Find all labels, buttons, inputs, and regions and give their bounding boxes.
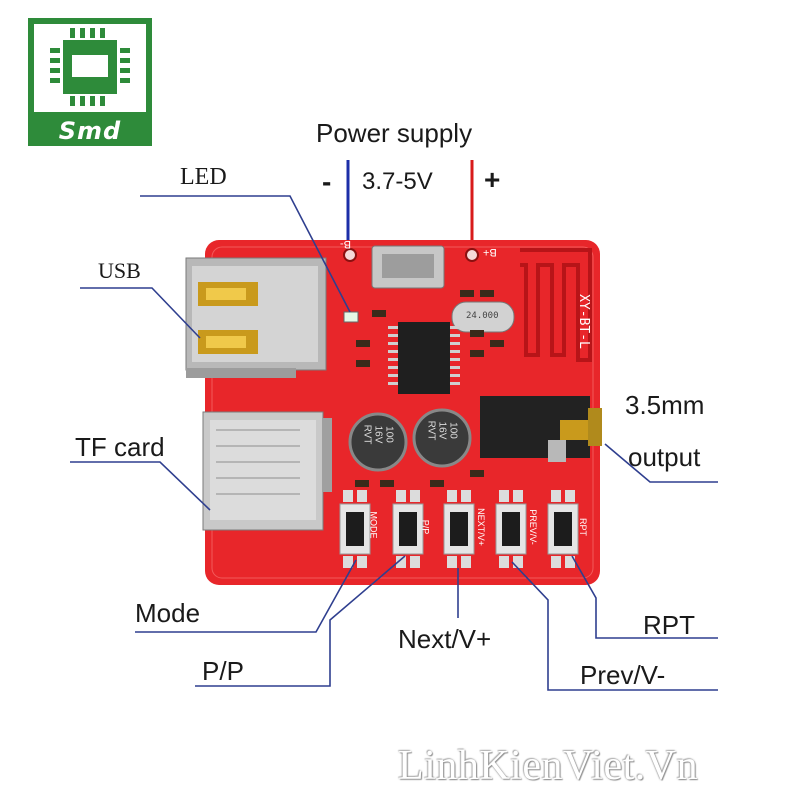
label-prev: Prev/V- [580, 660, 666, 690]
power-voltage: 3.7-5V [362, 168, 433, 195]
crystal-label: 24.000 [466, 311, 499, 321]
silk-pp: P/P [420, 519, 431, 535]
power-plus: + [484, 164, 501, 195]
label-usb: USB [98, 258, 141, 283]
smd-logo [28, 18, 152, 146]
capacitor-1 [348, 412, 408, 472]
silk-prev: PREV/V- [527, 509, 538, 545]
watermark: LinhKienViet.Vn [398, 743, 699, 789]
silk-next: NEXT/V+ [475, 508, 486, 546]
main-ic [388, 322, 460, 394]
label-output: output [628, 442, 701, 472]
label-rpt: RPT [643, 610, 695, 640]
silk-model: XY-BT-L [575, 294, 591, 349]
power-supply-title: Power supply [316, 118, 473, 148]
silk-mode: MODE [368, 511, 379, 539]
audio-jack [480, 396, 602, 462]
silk-plus: B+ [483, 246, 497, 258]
label-pp: P/P [202, 656, 244, 686]
buttons [339, 490, 579, 568]
usb-port [185, 257, 327, 378]
leader-lines [70, 195, 718, 691]
label-led: LED [180, 164, 227, 190]
label-tf-card: TF card [75, 432, 165, 462]
label-next: Next/V+ [398, 624, 492, 654]
logo-text: Smd [58, 117, 122, 145]
label-mode: Mode [135, 598, 201, 628]
capacitor-2 [412, 408, 472, 468]
silk-rpt: RPT [578, 518, 588, 536]
silk-minus: B- [340, 238, 351, 250]
power-minus: - [322, 166, 332, 197]
label-output-size: 3.5mm [625, 390, 705, 420]
bluetooth-board [185, 240, 602, 585]
micro-usb-port [371, 245, 445, 289]
tf-card-slot [202, 411, 332, 531]
